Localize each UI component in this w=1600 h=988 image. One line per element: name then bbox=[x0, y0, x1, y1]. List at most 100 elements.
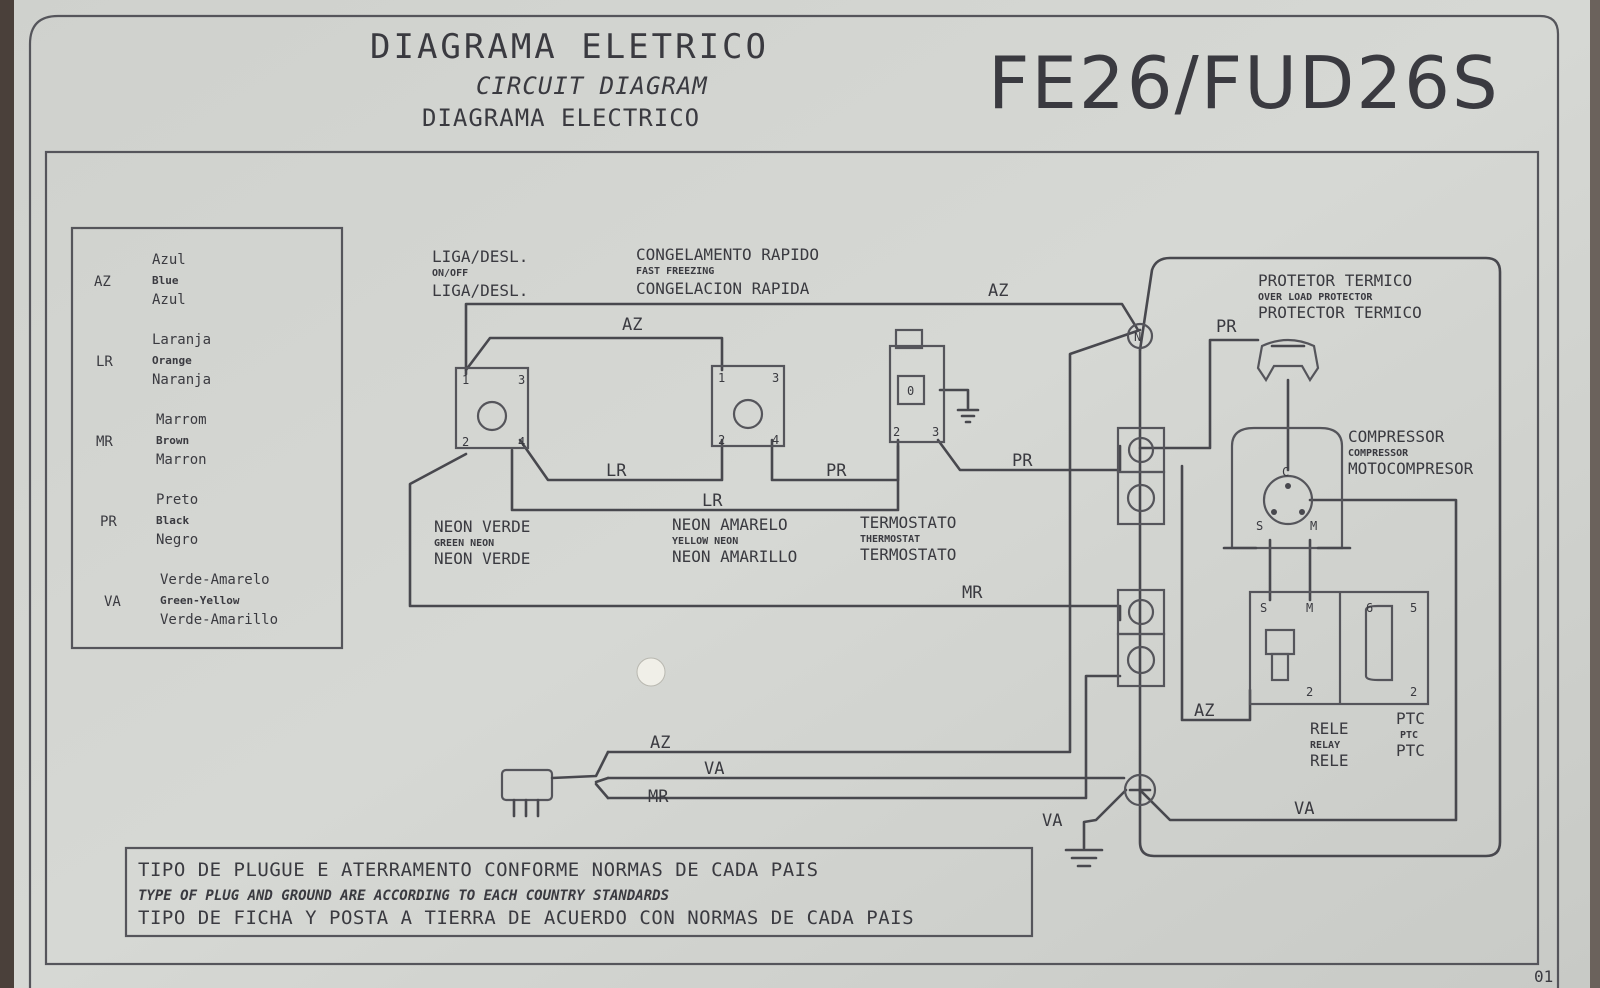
switch-label-es: LIGA/DESL. bbox=[432, 281, 528, 300]
wire-label: MR bbox=[648, 787, 669, 807]
legend-es: Verde-Amarillo bbox=[160, 612, 278, 628]
wire-mr-plug bbox=[606, 674, 1122, 800]
protector-label-en: OVER LOAD PROTECTOR bbox=[1258, 292, 1373, 303]
ptc-label-en: PTC bbox=[1400, 730, 1418, 741]
relay-terminal-m: M bbox=[1306, 601, 1313, 615]
neon-lamp bbox=[476, 400, 508, 432]
wire-az-switch bbox=[464, 336, 724, 372]
legend-entry-lr: LR Laranja Orange Naranja bbox=[96, 332, 211, 388]
neon-green-label-pt: NEON VERDE bbox=[434, 517, 530, 536]
compressor-label-en: COMPRESSOR bbox=[1348, 448, 1409, 459]
terminal-1: 1 bbox=[462, 373, 469, 387]
switch-neon-green: 1 3 2 4 bbox=[454, 366, 530, 450]
wire-label: PR bbox=[1216, 317, 1237, 337]
neon-yellow-label-en: YELLOW NEON bbox=[672, 536, 738, 547]
switch-body bbox=[454, 366, 530, 450]
thermostat-body bbox=[888, 344, 946, 444]
ground-node-circle bbox=[1123, 773, 1157, 807]
legend-entry-mr: MR Marrom Brown Marron bbox=[96, 412, 207, 468]
power-plug bbox=[500, 750, 610, 818]
ptc-terminal-6: 6 bbox=[1366, 601, 1373, 615]
neutral-label: N bbox=[1134, 330, 1141, 344]
wire-az-top bbox=[464, 302, 1140, 376]
plug-cord bbox=[550, 750, 610, 800]
wire-label: LR bbox=[702, 491, 723, 511]
wire-compressor-relay bbox=[1268, 538, 1312, 602]
thermostat-label-pt: TERMOSTATO bbox=[860, 513, 956, 532]
compressor-label-es: MOTOCOMPRESOR bbox=[1348, 459, 1474, 478]
wire-label: VA bbox=[704, 759, 724, 779]
compressor-label-pt: COMPRESSOR bbox=[1348, 427, 1445, 446]
wire-lr-1 bbox=[518, 438, 724, 482]
component-labels: NEON VERDE GREEN NEON NEON VERDE NEON AM… bbox=[434, 271, 1474, 770]
switch-labels: LIGA/DESL. ON/OFF LIGA/DESL. CONGELAMENT… bbox=[432, 245, 819, 300]
ptc-label-es: PTC bbox=[1396, 741, 1425, 760]
wire-label: AZ bbox=[622, 315, 642, 335]
terminal-c: C bbox=[1282, 465, 1289, 479]
wire-label: VA bbox=[1294, 799, 1314, 819]
thermostat-window bbox=[896, 374, 926, 406]
relay-ptc-assembly: S M 2 6 5 2 bbox=[1248, 590, 1430, 706]
legend-en: Orange bbox=[152, 354, 192, 367]
legend-code: VA bbox=[104, 594, 121, 610]
terminal-block-cell bbox=[1116, 632, 1166, 688]
ground-node-cross bbox=[1128, 778, 1152, 802]
neon-green-label-es: NEON VERDE bbox=[434, 549, 530, 568]
ptc-terminal-5: 5 bbox=[1410, 601, 1417, 615]
terminal-2: 2 bbox=[718, 433, 725, 447]
ptc-terminal-2: 2 bbox=[1410, 685, 1417, 699]
neon-yellow-label-es: NEON AMARILLO bbox=[672, 547, 797, 566]
legend-es: Marron bbox=[156, 452, 207, 468]
wire-label: AZ bbox=[650, 733, 670, 753]
terminal-screw-icon bbox=[1126, 483, 1156, 513]
switch-label-pt: LIGA/DESL. bbox=[432, 247, 528, 266]
wire-pr-1 bbox=[770, 438, 900, 482]
neutral-node: N bbox=[1126, 322, 1154, 350]
ptc-label-pt: PTC bbox=[1396, 709, 1425, 728]
legend-entry-va: VA Verde-Amarelo Green-Yellow Verde-Amar… bbox=[104, 572, 278, 628]
wire-label: PR bbox=[826, 461, 847, 481]
legend-en: Blue bbox=[152, 274, 179, 287]
legend-pt: Marrom bbox=[156, 412, 207, 428]
wire-pr-3 bbox=[1138, 338, 1260, 450]
wire-label: LR bbox=[606, 461, 627, 481]
switch-neon-yellow: 1 3 2 4 bbox=[710, 364, 786, 448]
note-en: TYPE OF PLUG AND GROUND ARE ACCORDING TO… bbox=[138, 888, 669, 904]
neutral-circle bbox=[1126, 322, 1154, 350]
legend-en: Green-Yellow bbox=[160, 594, 240, 607]
fast-freeze-label-pt: CONGELAMENTO RAPIDO bbox=[636, 245, 819, 264]
screw-hole bbox=[636, 657, 666, 687]
legend-code: PR bbox=[100, 514, 117, 530]
wire-az-plug bbox=[606, 328, 1142, 754]
ground-node bbox=[1064, 773, 1157, 868]
wire-label: PR bbox=[1012, 451, 1033, 471]
wire-label: VA bbox=[1042, 811, 1062, 831]
wire-va-ground bbox=[1082, 788, 1128, 850]
legend-code: MR bbox=[96, 434, 113, 450]
legend-pt: Preto bbox=[156, 492, 198, 508]
left-edge-shadow bbox=[0, 0, 14, 988]
terminal-block bbox=[1116, 426, 1166, 688]
compressor: C S M bbox=[1222, 426, 1352, 550]
title-es: DIAGRAMA ELECTRICO bbox=[422, 104, 700, 132]
terminal-m-dot bbox=[1299, 509, 1305, 515]
wire-label: MR bbox=[962, 583, 983, 603]
terminal-3: 3 bbox=[772, 371, 779, 385]
wire-label: AZ bbox=[988, 281, 1008, 301]
legend-pt: Verde-Amarelo bbox=[160, 572, 270, 588]
legend-code: LR bbox=[96, 354, 113, 370]
legend-entry-pr: PR Preto Black Negro bbox=[100, 492, 198, 548]
note-pt: TIPO DE PLUGUE E ATERRAMENTO CONFORME NO… bbox=[138, 859, 819, 881]
plug-note: TIPO DE PLUGUE E ATERRAMENTO CONFORME NO… bbox=[124, 846, 1034, 938]
right-edge-shadow bbox=[1590, 0, 1600, 988]
note-frame bbox=[124, 846, 1034, 938]
page-number: 01 bbox=[1534, 967, 1553, 986]
plug-pins-icon bbox=[512, 798, 540, 818]
terminal-1: 1 bbox=[718, 371, 725, 385]
earth-ground-icon bbox=[1064, 848, 1104, 868]
wire-mr-1 bbox=[408, 452, 1122, 622]
terminal-c-dot bbox=[1285, 483, 1291, 489]
ptc-element bbox=[1364, 604, 1394, 682]
